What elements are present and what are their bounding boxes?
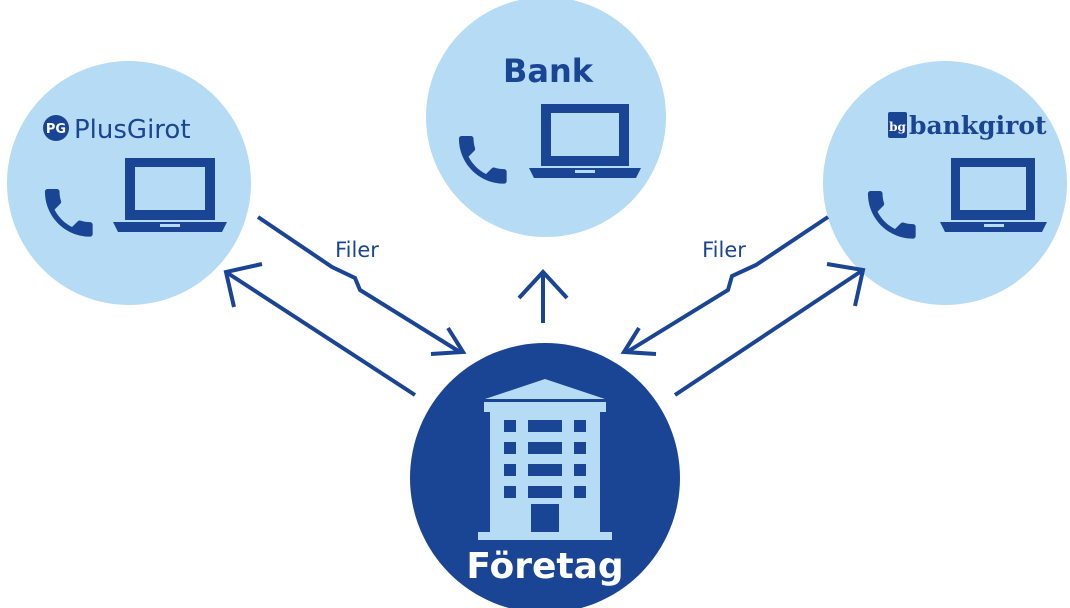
phone-icon [44,188,93,237]
foretag-label: Företag [466,546,623,587]
edge-plusgirot-to-foretag [256,215,467,356]
edge-label-left: Filer [335,238,379,262]
laptop-icon [940,158,1047,232]
foretag-node: Företag [410,343,680,608]
bankgirot-logo-text: bankgirot [909,111,1047,140]
bank-node: Bank [426,0,666,237]
building-icon [478,379,612,540]
plusgirot-logo-mark [43,115,69,141]
plusgirot-logo-text: PlusGirot [74,115,191,145]
bank-label: Bank [503,52,594,90]
edge-foretag-to-bank [517,269,569,323]
laptop-icon [113,158,227,232]
bankgirot-circle [823,61,1067,305]
phone-icon [867,190,916,239]
phone-icon [458,135,507,184]
bankgirot-logo-mark-text: bg [889,120,906,134]
bankgirot-logo: bg bankgirot [888,111,1047,140]
plusgirot-node: PG PlusGirot [7,61,251,305]
bankgirot-node: bg bankgirot [823,61,1067,305]
edge-foretag-to-bankgirot [673,262,866,397]
edge-bankgirot-to-foretag [620,215,830,356]
plusgirot-logo: PG PlusGirot [43,115,191,145]
edge-foretag-to-plusgirot [223,262,417,397]
edge-label-right: Filer [702,238,746,262]
plusgirot-logo-mark-text: PG [46,122,66,137]
bankgirot-logo-mark [888,112,907,138]
laptop-icon [529,104,641,178]
